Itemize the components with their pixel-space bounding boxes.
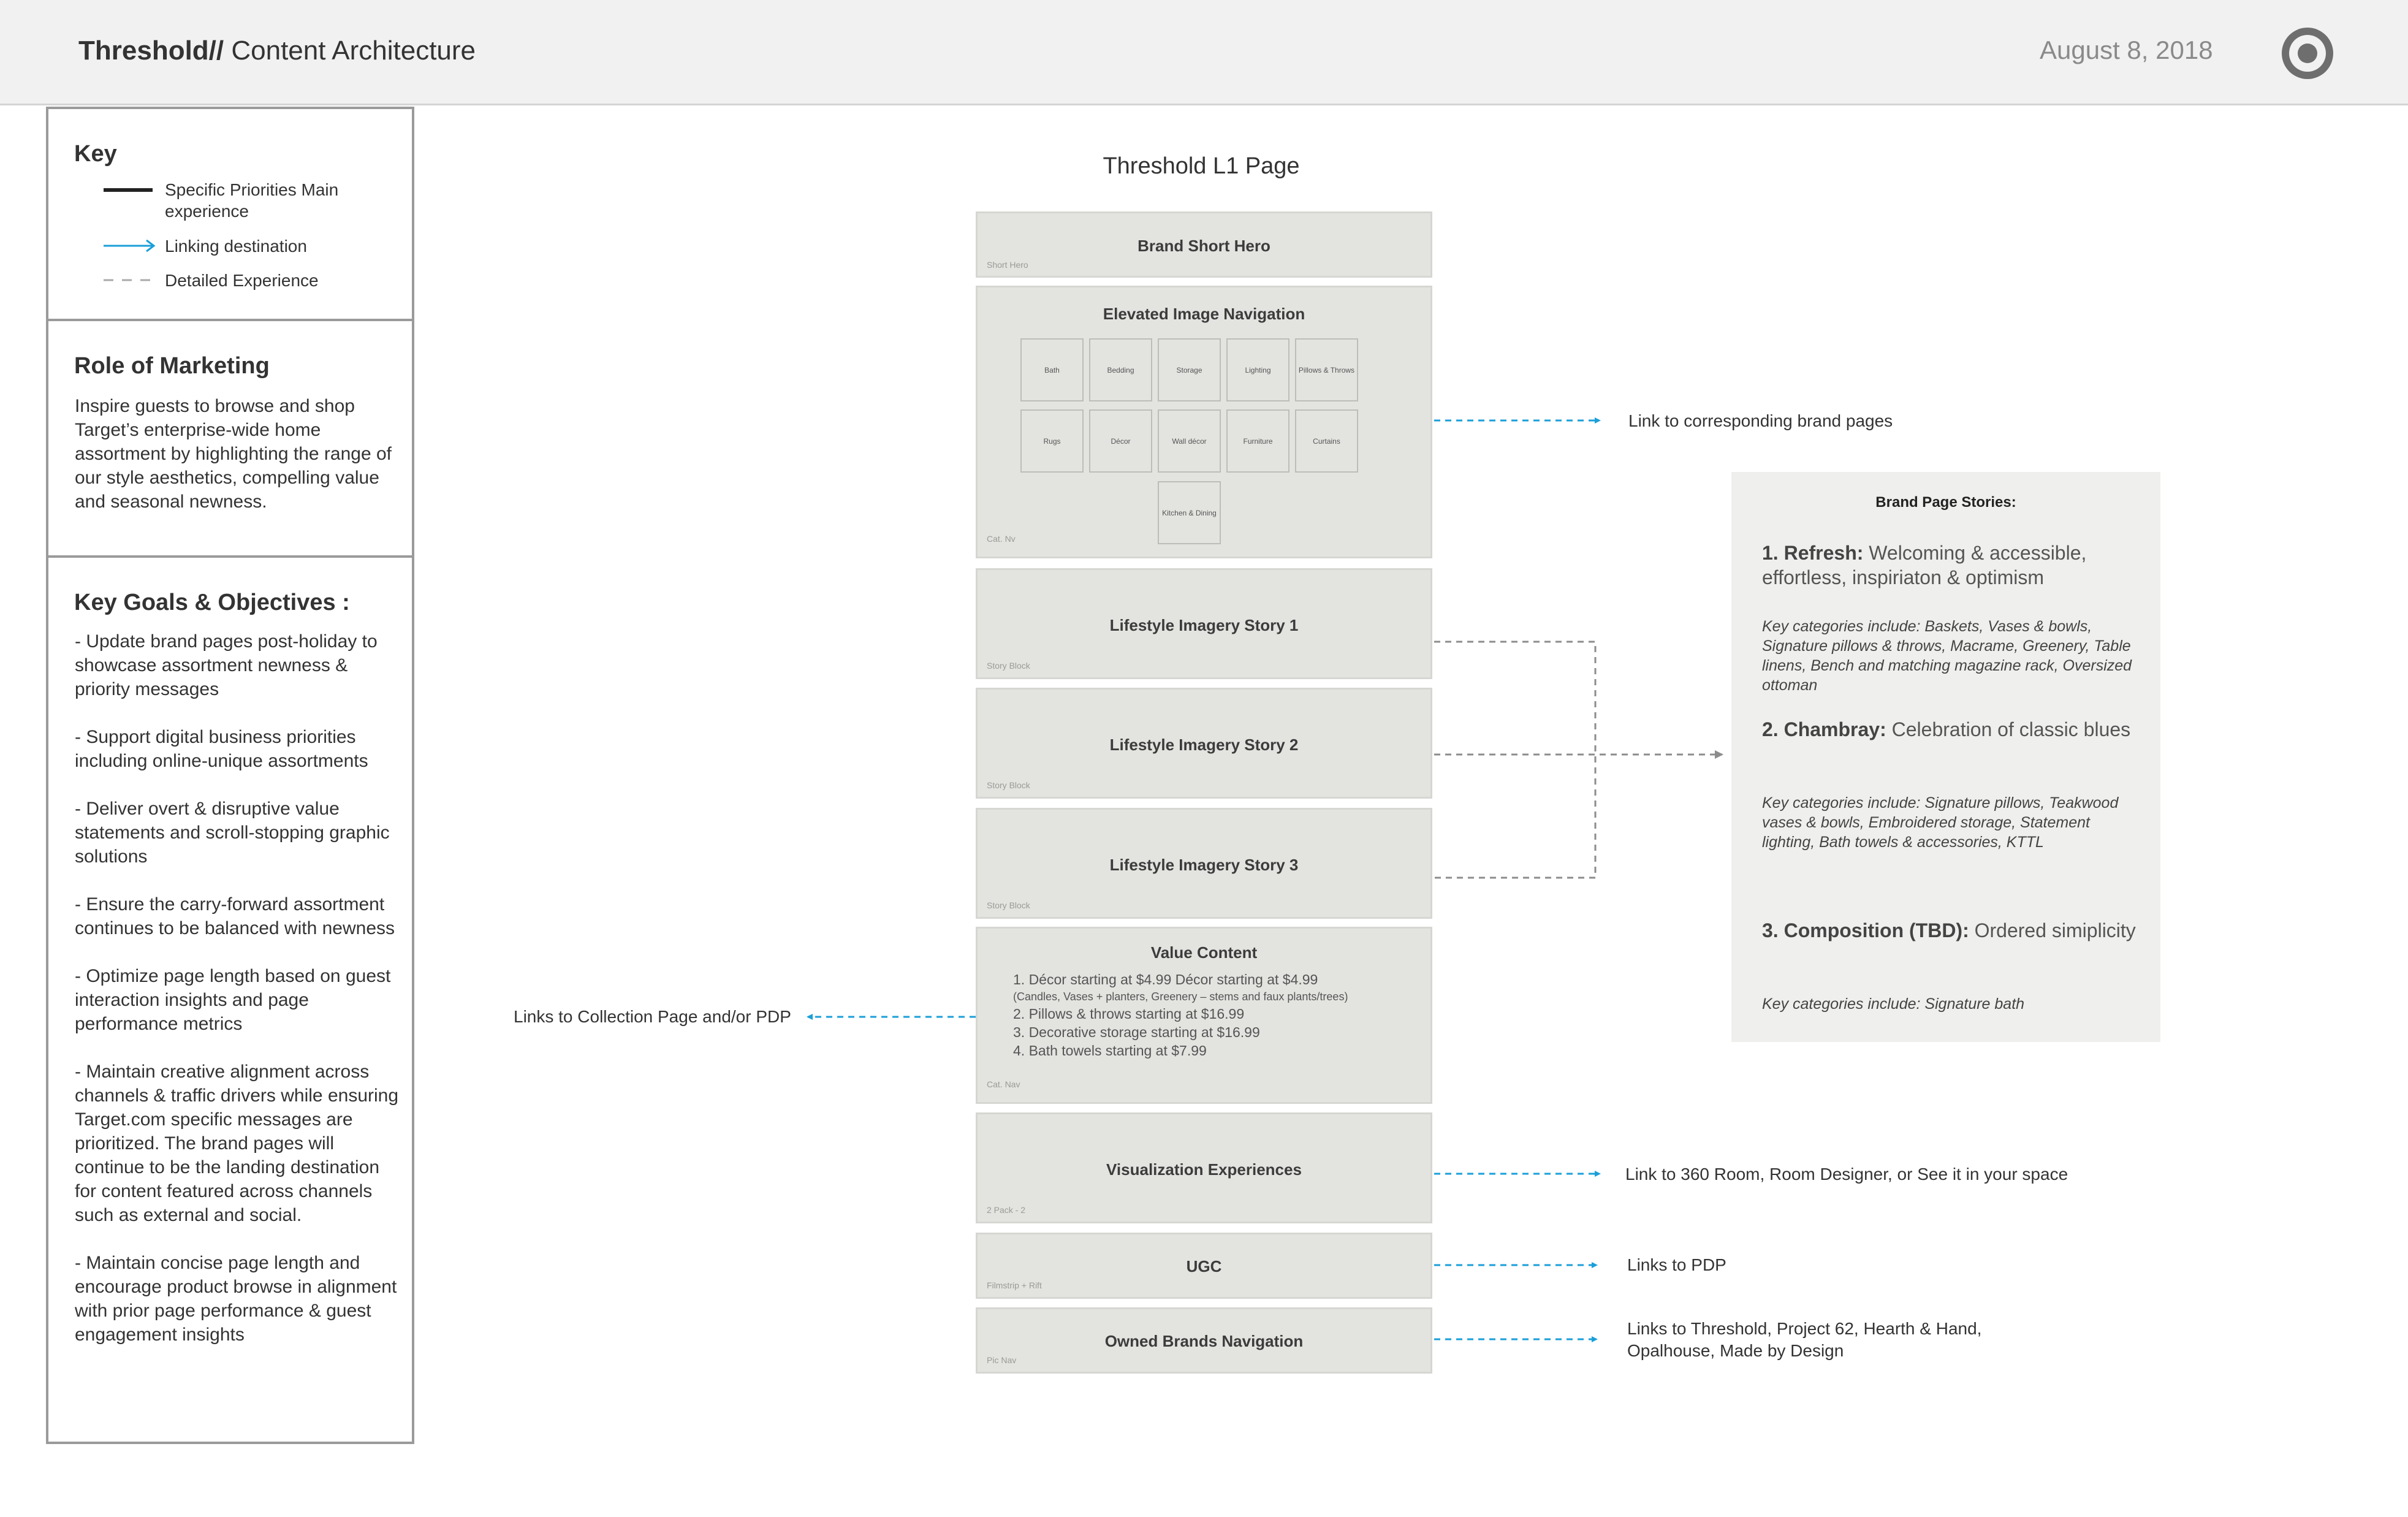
nav-tile[interactable]: Furniture [1226,409,1289,473]
story-chambray-categories: Key categories include: Signature pillow… [1762,794,2119,851]
block-tag: Filmstrip + Rift [987,1280,1042,1290]
role-heading: Role of Marketing [74,353,270,379]
story-composition-categories: Key categories include: Signature bath [1762,995,2025,1013]
key-heading: Key [74,141,117,167]
goals-list: - Update brand pages post-holiday to sho… [75,629,400,1371]
value-item: 4. Bath towels starting at $7.99 [1013,1043,1207,1059]
story-title: 1. Refresh: [1762,542,1864,564]
nav-tile[interactable]: Lighting [1226,338,1289,401]
key-goals-panel: Key Goals & Objectives : - Update brand … [46,555,414,1444]
lifestyle-story-2-block: Lifestyle Imagery Story 2 Story Block [976,688,1432,799]
block-title: UGC [1186,1257,1222,1276]
goal-item: - Support digital business priorities in… [75,727,368,771]
value-content-block: Value Content 1. Décor starting at $4.99… [976,927,1432,1104]
note-owned-brands: Links to Threshold, Project 62, Hearth &… [1627,1318,1981,1362]
story-refresh: 1. Refresh: Welcoming & accessible, effo… [1762,541,2136,590]
nav-tile[interactable]: Wall décor [1158,409,1221,473]
note-pdp: Links to PDP [1627,1255,1726,1274]
story-refresh-categories: Key categories include: Baskets, Vases &… [1762,618,2132,694]
visualization-experiences-block: Visualization Experiences 2 Pack - 2 [976,1112,1432,1223]
role-of-marketing-panel: Role of Marketing Inspire guests to brow… [46,319,414,558]
key-item-label: Specific Priorities Main experience [165,180,339,221]
nav-tile[interactable]: Rugs [1020,409,1084,473]
key-panel: Key Specific Priorities Main experience … [46,107,414,321]
detail-connector-stories [1434,641,1723,879]
solid-line-icon [104,188,153,192]
value-item-sub: (Candles, Vases + planters, Greenery – s… [1013,990,1348,1003]
value-list: 1. Décor starting at $4.99 Décor startin… [1013,970,1418,1060]
brand-short-hero-block: Brand Short Hero Short Hero [976,211,1432,278]
goal-item: - Ensure the carry-forward assortment co… [75,894,395,938]
note-visualization: Link to 360 Room, Room Designer, or See … [1625,1165,2068,1184]
block-tag: Short Hero [987,260,1028,270]
elevated-image-navigation-block: Elevated Image Navigation Bath Bedding S… [976,286,1432,558]
brand-page-stories-panel: Brand Page Stories: 1. Refresh: Welcomin… [1731,472,2160,1042]
role-body: Inspire guests to browse and shop Target… [75,396,392,512]
block-title: Elevated Image Navigation [1103,305,1305,323]
lifestyle-story-1-block: Lifestyle Imagery Story 1 Story Block [976,568,1432,679]
block-tag: Pic Nav [987,1355,1017,1365]
ugc-block: UGC Filmstrip + Rift [976,1233,1432,1299]
key-item-label: Detailed Experience [165,271,319,290]
key-item-label: Linking destination [165,237,307,256]
value-item: 2. Pillows & throws starting at $16.99 [1013,1006,1245,1022]
story-desc: Welcoming & accessible, effortless, insp… [1762,542,2087,588]
block-title: Value Content [1150,943,1258,962]
nav-tile[interactable]: Storage [1158,338,1221,401]
goal-item: - Maintain concise page length and encou… [75,1253,402,1345]
block-title: Visualization Experiences [1106,1160,1302,1179]
block-title: Lifestyle Imagery Story 1 [1109,616,1299,634]
goal-item: - Update brand pages post-holiday to sho… [75,631,382,699]
block-title: Brand Short Hero [1138,237,1270,255]
note-brand-pages: Link to corresponding brand pages [1628,411,1893,430]
goals-heading: Key Goals & Objectives : [74,590,350,615]
goal-item: - Optimize page length based on guest in… [75,966,396,1034]
note-owned-line: Links to Threshold, Project 62, Hearth &… [1627,1319,1982,1338]
nav-tile[interactable]: Pillows & Throws [1295,338,1358,401]
nav-tile[interactable]: Bath [1020,338,1084,401]
nav-tile[interactable]: Curtains [1295,409,1358,473]
header-bar: Threshold// Content Architecture August … [0,0,2408,105]
story-title: 3. Composition (TBD): [1762,919,1969,941]
l1-page-title: Threshold L1 Page [1103,153,1300,179]
nav-tile[interactable]: Kitchen & Dining [1158,481,1221,544]
value-item: 1. Décor starting at $4.99 Décor startin… [1013,971,1318,987]
title-brand: Threshold// [78,36,224,66]
note-collection: Links to Collection Page and/or PDP [514,1007,791,1026]
nav-tile[interactable]: Bedding [1089,338,1152,401]
block-title: Lifestyle Imagery Story 2 [1109,736,1299,754]
story-desc: Celebration of classic blues [1886,718,2131,740]
page-title: Threshold// Content Architecture [78,36,476,66]
block-tag: Story Block [987,900,1030,910]
block-tag: 2 Pack - 2 [987,1205,1026,1215]
blue-arrow-icon [104,239,156,253]
nav-tile[interactable]: Décor [1089,409,1152,473]
block-tag: Story Block [987,780,1030,790]
block-tag: Cat. Nv [987,534,1016,544]
story-composition: 3. Composition (TBD): Ordered simiplicit… [1762,918,2136,943]
owned-brands-navigation-block: Owned Brands Navigation Pic Nav [976,1307,1432,1374]
goal-item: - Deliver overt & disruptive value state… [75,799,395,867]
stories-heading: Brand Page Stories: [1875,494,2016,511]
value-item: 3. Decorative storage starting at $16.99 [1013,1024,1260,1040]
story-chambray: 2. Chambray: Celebration of classic blue… [1762,717,2136,742]
block-tag: Cat. Nav [987,1079,1020,1089]
header-date: August 8, 2018 [2040,36,2213,64]
story-title: 2. Chambray: [1762,718,1886,740]
title-subtitle: Content Architecture [224,36,476,66]
block-tag: Story Block [987,661,1030,671]
lifestyle-story-3-block: Lifestyle Imagery Story 3 Story Block [976,808,1432,919]
goal-item: - Maintain creative alignment across cha… [75,1062,403,1225]
note-owned-line: Opalhouse, Made by Design [1627,1341,1844,1360]
story-desc: Ordered simiplicity [1969,919,2136,941]
target-logo-icon [2282,28,2333,79]
dashed-line-icon [104,279,155,281]
block-title: Lifestyle Imagery Story 3 [1109,856,1299,874]
block-title: Owned Brands Navigation [1104,1332,1304,1350]
